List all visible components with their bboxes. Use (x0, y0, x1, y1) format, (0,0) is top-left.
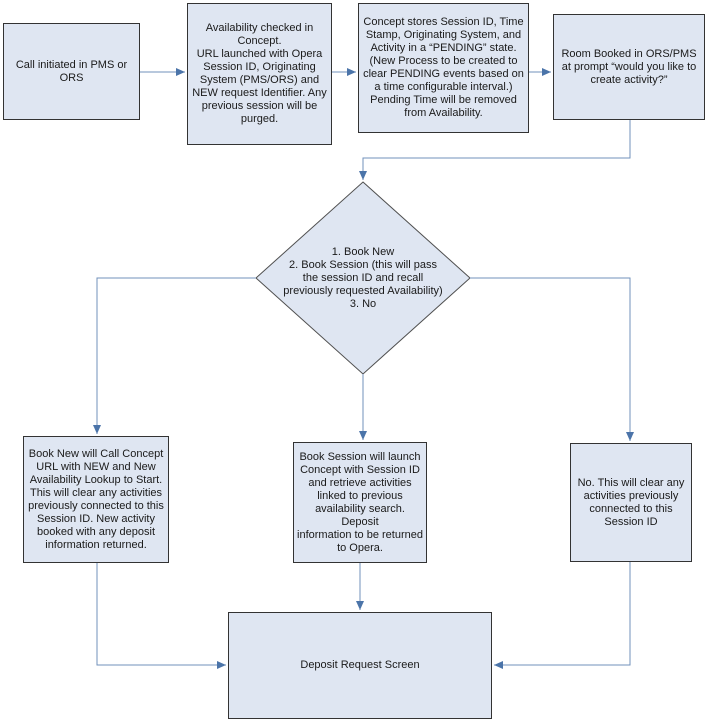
connector-decision-to-no (470, 277, 634, 441)
node-decision-book-options: 1. Book New 2. Book Session (this will p… (283, 245, 443, 310)
node-availability-checked: Availability checked in Concept. URL lau… (187, 3, 332, 145)
connector-decision-to-book-new (93, 277, 256, 434)
node-book-new: Book New will Call Concept URL with NEW … (23, 436, 169, 563)
node-deposit-request-screen: Deposit Request Screen (228, 612, 492, 719)
node-book-session: Book Session will launch Concept with Se… (293, 442, 427, 563)
connector-no-to-deposit (494, 562, 631, 669)
node-room-booked: Room Booked in ORS/PMS at prompt “would … (553, 14, 705, 120)
node-no-clear-activities: No. This will clear any activities previ… (570, 443, 692, 562)
node-call-initiated: Call initiated in PMS or ORS (3, 23, 140, 120)
connector-book-new-to-deposit (96, 563, 226, 669)
node-concept-stores-session: Concept stores Session ID, Time Stamp, O… (358, 3, 529, 133)
connector-room-to-decision (359, 120, 631, 180)
